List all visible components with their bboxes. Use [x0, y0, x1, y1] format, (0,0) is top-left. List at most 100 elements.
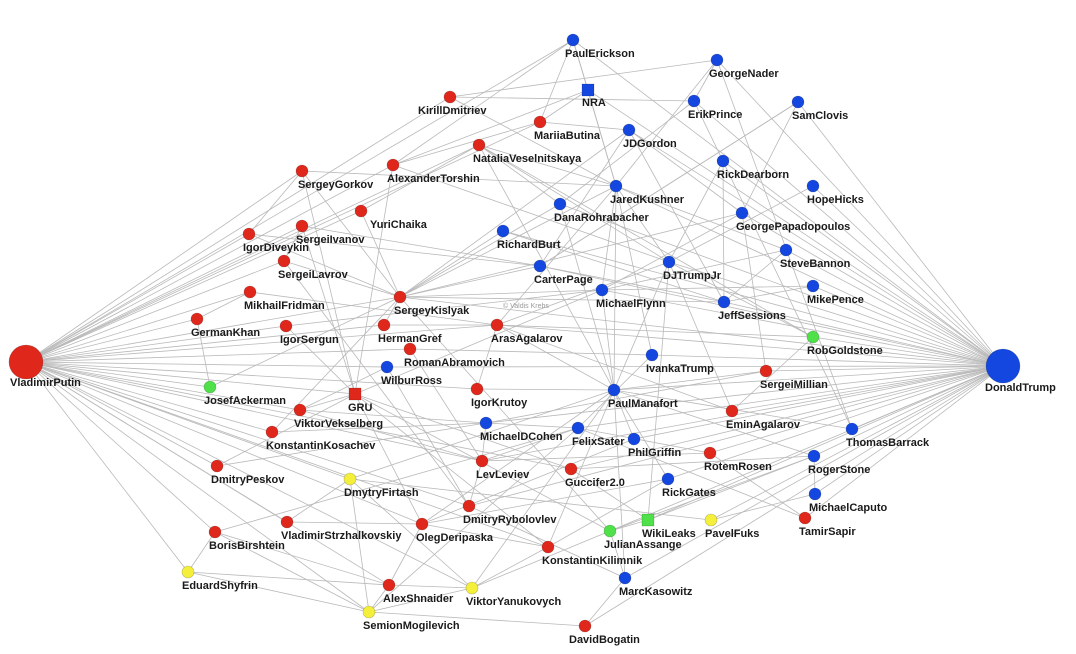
node-DmitryRybolovlev[interactable]: DmitryRybolovlev — [462, 499, 557, 526]
node-ThomasBarrack[interactable]: ThomasBarrack — [845, 422, 930, 449]
node-marker-GeorgeNader[interactable] — [710, 53, 724, 67]
node-RickGates[interactable]: RickGates — [661, 472, 716, 499]
node-MichaelFlynn[interactable]: MichaelFlynn — [595, 283, 666, 310]
node-marker-PhilGriffin[interactable] — [627, 432, 641, 446]
node-DavidBogatin[interactable]: DavidBogatin — [569, 619, 640, 646]
node-marker-RotemRosen[interactable] — [703, 446, 717, 460]
node-RickDearborn[interactable]: RickDearborn — [716, 154, 789, 181]
node-marker-DonaldTrump[interactable] — [985, 348, 1021, 384]
node-marker-GRU[interactable] — [348, 387, 362, 401]
node-marker-BorisBirshtein[interactable] — [208, 525, 222, 539]
node-PaulErickson[interactable]: PaulErickson — [565, 33, 635, 60]
node-marker-IgorSergun[interactable] — [279, 319, 293, 333]
node-VladimirPutin[interactable]: VladimirPutin — [8, 344, 81, 389]
node-marker-JDGordon[interactable] — [622, 123, 636, 137]
node-PaulManafort[interactable]: PaulManafort — [607, 383, 678, 410]
node-marker-DmytryFirtash[interactable] — [343, 472, 357, 486]
node-DmytryFirtash[interactable]: DmytryFirtash — [343, 472, 419, 499]
node-marker-ArasAgalarov[interactable] — [490, 318, 504, 332]
node-AlexShnaider[interactable]: AlexShnaider — [382, 578, 454, 605]
node-JosefAckerman[interactable]: JosefAckerman — [203, 380, 286, 407]
node-marker-KonstantinKilimnik[interactable] — [541, 540, 555, 554]
node-marker-WikiLeaks[interactable] — [641, 513, 655, 527]
node-PavelFuks[interactable]: PavelFuks — [704, 513, 759, 540]
node-WilburRoss[interactable]: WilburRoss — [380, 360, 442, 387]
node-AlexanderTorshin[interactable]: AlexanderTorshin — [386, 158, 480, 185]
node-ViktorYanukovych[interactable]: ViktorYanukovych — [465, 581, 561, 608]
node-CarterPage[interactable]: CarterPage — [533, 259, 593, 286]
node-EduardShyfrin[interactable]: EduardShyfrin — [181, 565, 258, 592]
node-BorisBirshtein[interactable]: BorisBirshtein — [208, 525, 285, 552]
node-MikePence[interactable]: MikePence — [806, 279, 864, 306]
node-OlegDeripaska[interactable]: OlegDeripaska — [415, 517, 494, 544]
node-marker-ViktorVekselberg[interactable] — [293, 403, 307, 417]
node-marker-JaredKushner[interactable] — [609, 179, 623, 193]
node-JulianAssange[interactable]: JulianAssange — [603, 524, 682, 551]
node-marker-HermanGref[interactable] — [377, 318, 391, 332]
node-JDGordon[interactable]: JDGordon — [622, 123, 677, 150]
node-EminAgalarov[interactable]: EminAgalarov — [725, 404, 801, 431]
node-SergeiLavrov[interactable]: SergeiLavrov — [277, 254, 349, 281]
node-ErikPrince[interactable]: ErikPrince — [687, 94, 742, 121]
node-marker-KonstantinKosachev[interactable] — [265, 425, 279, 439]
node-DmitryPeskov[interactable]: DmitryPeskov — [210, 459, 285, 486]
node-marker-DmitryRybolovlev[interactable] — [462, 499, 476, 513]
node-marker-SergeiMillian[interactable] — [759, 364, 773, 378]
node-KonstantinKilimnik[interactable]: KonstantinKilimnik — [541, 540, 643, 567]
node-marker-DJTrumpJr[interactable] — [662, 255, 676, 269]
node-marker-PavelFuks[interactable] — [704, 513, 718, 527]
node-TamirSapir[interactable]: TamirSapir — [798, 511, 856, 538]
node-marker-FelixSater[interactable] — [571, 421, 585, 435]
node-marker-EminAgalarov[interactable] — [725, 404, 739, 418]
node-marker-OlegDeripaska[interactable] — [415, 517, 429, 531]
node-marker-EduardShyfrin[interactable] — [181, 565, 195, 579]
node-marker-JeffSessions[interactable] — [717, 295, 731, 309]
node-marker-IgorKrutoy[interactable] — [470, 382, 484, 396]
node-PhilGriffin[interactable]: PhilGriffin — [627, 432, 681, 459]
node-MariiaButina[interactable]: MariiaButina — [533, 115, 601, 142]
node-Guccifer20[interactable]: Guccifer2.0 — [564, 462, 625, 489]
node-IgorKrutoy[interactable]: IgorKrutoy — [470, 382, 528, 409]
node-RobGoldstone[interactable]: RobGoldstone — [806, 330, 883, 357]
node-marker-PaulManafort[interactable] — [607, 383, 621, 397]
node-marker-RomanAbramovich[interactable] — [403, 342, 417, 356]
node-marker-IgorDiveykin[interactable] — [242, 227, 256, 241]
node-SteveBannon[interactable]: SteveBannon — [779, 243, 851, 270]
node-ArasAgalarov[interactable]: ArasAgalarov — [490, 318, 563, 345]
node-marker-AlexanderTorshin[interactable] — [386, 158, 400, 172]
node-marker-SergeyKislyak[interactable] — [393, 290, 407, 304]
node-marker-LevLeviev[interactable] — [475, 454, 489, 468]
node-SergeiMillian[interactable]: SergeiMillian — [759, 364, 828, 391]
node-marker-TamirSapir[interactable] — [798, 511, 812, 525]
node-marker-ThomasBarrack[interactable] — [845, 422, 859, 436]
node-NataliaVeselnitskaya[interactable]: NataliaVeselnitskaya — [472, 138, 582, 165]
node-marker-SergeyGorkov[interactable] — [295, 164, 309, 178]
node-JeffSessions[interactable]: JeffSessions — [717, 295, 786, 322]
node-NRA[interactable]: NRA — [581, 83, 606, 109]
node-KonstantinKosachev[interactable]: KonstantinKosachev — [265, 425, 376, 452]
node-marker-RichardBurt[interactable] — [496, 224, 510, 238]
node-MichaelCaputo[interactable]: MichaelCaputo — [808, 487, 888, 514]
node-marker-RogerStone[interactable] — [807, 449, 821, 463]
node-marker-KirillDmitriev[interactable] — [443, 90, 457, 104]
node-SergeyGorkov[interactable]: SergeyGorkov — [295, 164, 374, 191]
node-IgorDiveykin[interactable]: IgorDiveykin — [242, 227, 309, 254]
node-GermanKhan[interactable]: GermanKhan — [190, 312, 260, 339]
node-IgorSergun[interactable]: IgorSergun — [279, 319, 339, 346]
node-SemionMogilevich[interactable]: SemionMogilevich — [362, 605, 460, 632]
node-IvankaTrump[interactable]: IvankaTrump — [645, 348, 714, 375]
node-marker-JulianAssange[interactable] — [603, 524, 617, 538]
node-marker-HopeHicks[interactable] — [806, 179, 820, 193]
node-KirillDmitriev[interactable]: KirillDmitriev — [418, 90, 487, 117]
node-marker-VladimirPutin[interactable] — [8, 344, 44, 380]
node-marker-GeorgePapadopoulos[interactable] — [735, 206, 749, 220]
node-MichaelDCohen[interactable]: MichaelDCohen — [479, 416, 563, 443]
node-marker-RickGates[interactable] — [661, 472, 675, 486]
node-marker-MarcKasowitz[interactable] — [618, 571, 632, 585]
node-GeorgeNader[interactable]: GeorgeNader — [709, 53, 779, 80]
node-DJTrumpJr[interactable]: DJTrumpJr — [662, 255, 722, 282]
node-JaredKushner[interactable]: JaredKushner — [609, 179, 685, 206]
node-HermanGref[interactable]: HermanGref — [377, 318, 442, 345]
node-marker-PaulErickson[interactable] — [566, 33, 580, 47]
node-MarcKasowitz[interactable]: MarcKasowitz — [618, 571, 693, 598]
